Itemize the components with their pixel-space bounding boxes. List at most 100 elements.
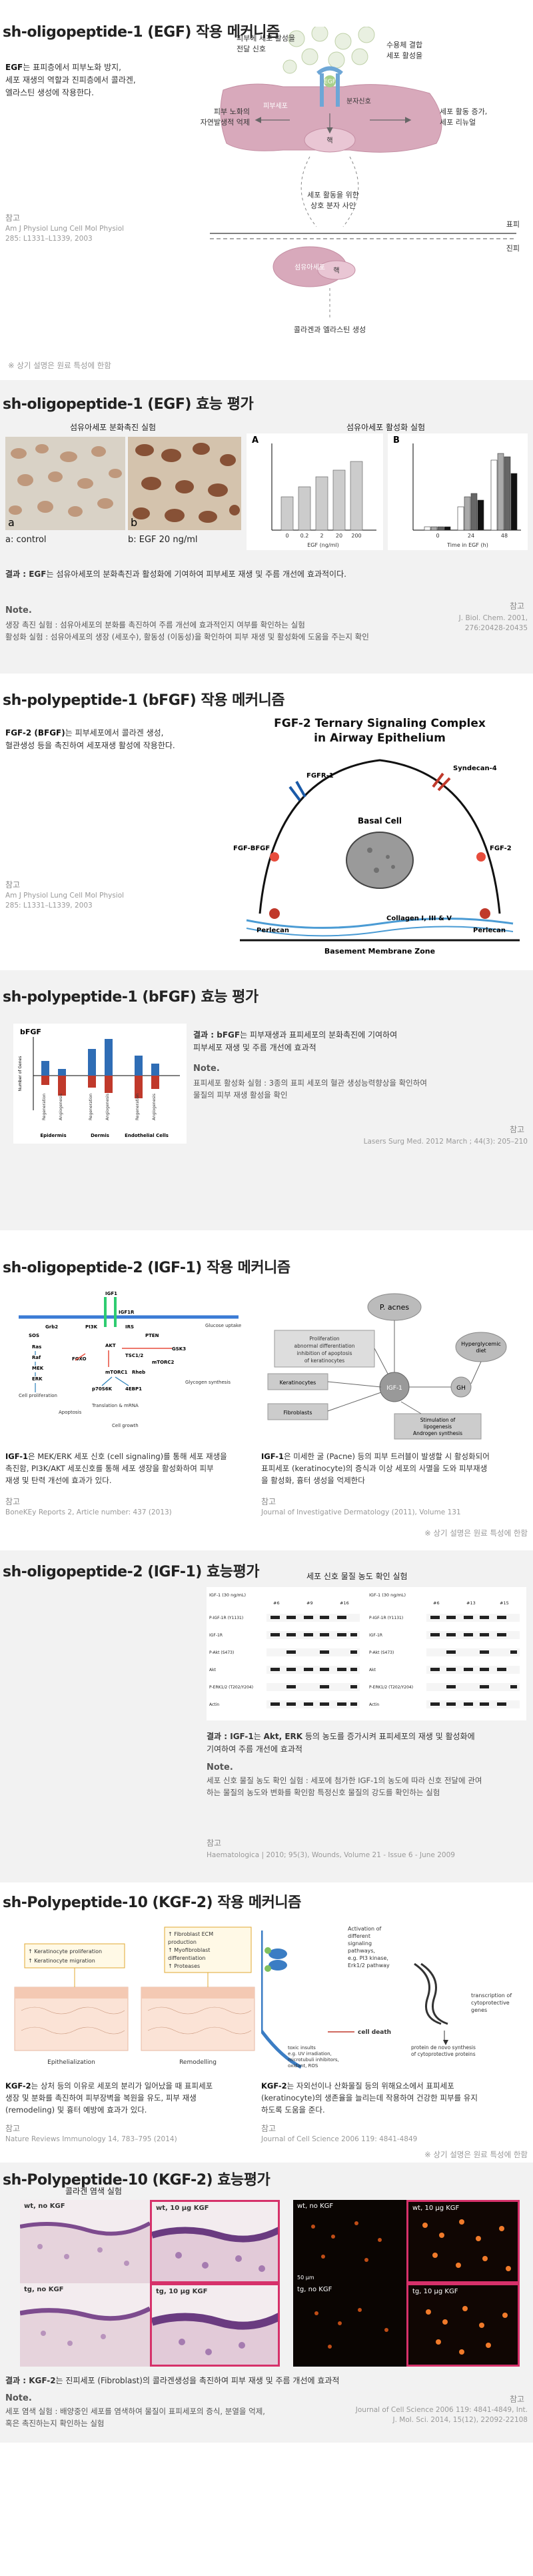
note-body: 세포 신호 물질 농도 확인 실험 : 세포에 첨가한 IGF-1의 농도에 따… (207, 1776, 482, 1797)
prolif-line: Proliferation (309, 1336, 340, 1342)
exp-title: 세포 신호 물질 농도 확인 실험 (306, 1572, 408, 1581)
gh-node: GH (456, 1385, 466, 1392)
reference-text: Journal of Investigative Dermatology (20… (261, 1508, 461, 1516)
bar-up (88, 1049, 96, 1076)
kgf-description-2: KGF-2는 자외선이나 산화물질 등의 위해요소에서 표피세포 (kerati… (261, 2081, 478, 2115)
note-title: Note. (5, 2393, 32, 2403)
fluor-panel: tg, 10 μg KGF (406, 2283, 520, 2367)
blot-row: P-IGF-1R (Y1131) (369, 1616, 403, 1620)
disclaimer-note: ※ 상기 설명은 원료 특성에 한함 (424, 2150, 528, 2159)
tsc-node: TSC1/2 (125, 1353, 143, 1358)
panel-label: tg, no KGF (297, 2286, 332, 2293)
panel-label: wt, no KGF (297, 2203, 334, 2210)
cell-prolif-label: Cell proliferation (19, 1393, 57, 1398)
irs-node: IRS (125, 1324, 134, 1330)
section-title: sh-oligopeptide-1 (EGF) 효능 평가 (3, 396, 254, 413)
svg-text:Time in EGF (h): Time in EGF (h) (446, 542, 488, 548)
caption-egf: b: EGF 20 ng/ml (128, 535, 198, 545)
egf-result: 결과 : EGF는 섬유아세포의 분화촉진과 활성화에 기여하여 피부세포 재생… (5, 569, 346, 579)
histology-panel: wt, no KGF (20, 2200, 150, 2283)
reference-label: 참고 (261, 1497, 276, 1506)
reference-text: Lasers Surg Med. 2012 March ; 44(3): 205… (363, 1138, 528, 1146)
activation-line: signaling (348, 1941, 372, 1947)
rheb-node: Rheb (132, 1370, 145, 1375)
pi3k-node: PI3K (85, 1324, 98, 1330)
box2-line: ↑ Fibroblast ECM (168, 1931, 213, 1937)
svg-text:2: 2 (320, 533, 323, 539)
blot-col: #13 (466, 1600, 476, 1606)
bar-down (151, 1076, 159, 1089)
activation-line: Activation of (348, 1926, 381, 1932)
group-label: Dermis (91, 1133, 109, 1138)
basal-cell-label: Basal Cell (358, 816, 402, 826)
lipo-line: Androgen synthesis (413, 1430, 462, 1436)
box2-line: differentiation (168, 1955, 205, 1961)
bar-down (41, 1076, 49, 1085)
box2-line: ↑ Proteases (168, 1963, 200, 1969)
cell-label: 피부세포 (263, 102, 288, 110)
reference-text: J. Biol. Chem. 2001,276:20428-20435 (458, 614, 528, 632)
section-igf-efficacy: sh-oligopeptide-2 (IGF-1) 효능평가 세포 신호 물질 … (0, 1550, 533, 1882)
mtorc1-node: mTORC1 (105, 1370, 128, 1375)
histology-panel: wt, 10 μg KGF (150, 2200, 280, 2283)
blot-row: P-ERK1/2 (T202/Y204) (369, 1685, 413, 1690)
diagram-right-label: 세포 활동 증가,세포 리뉴얼 (440, 107, 488, 127)
chart-b-label: B (393, 435, 400, 445)
glucose-label: Glucose uptake (205, 1323, 241, 1328)
blot-row: Actin (369, 1702, 379, 1707)
disclaimer-note: ※ 상기 설명은 원료 특성에 한함 (8, 361, 111, 370)
dermis-label: 진피 (506, 244, 520, 253)
exp1-title: 섬유아세포 분화촉진 실험 (70, 423, 157, 432)
reference-label: 참고 (261, 2124, 276, 2133)
section-title: sh-oligopeptide-2 (IGF-1) 작용 메커니즘 (3, 1260, 290, 1276)
svg-text:200: 200 (351, 533, 361, 539)
microscopy-control: a (5, 437, 125, 530)
epi-label: Epithelialization (47, 2059, 95, 2066)
reference-text: BoneKEy Reports 2, Article number: 437 (… (5, 1508, 172, 1516)
note-body: 세포 염색 실험 : 배양중인 세포를 염색하여 물질이 표피세포의 증식, 분… (5, 2407, 265, 2428)
section-bfgf-efficacy: sh-polypeptide-1 (bFGF) 효능 평가 bFGF Numbe… (0, 970, 533, 1230)
igf-signaling-diagram: IGF1 IGF1R PI3K IRS Grb2 SOS Ras Raf MEK… (5, 1287, 252, 1440)
pten-node: PTEN (145, 1333, 159, 1338)
activation-line: pathways, (348, 1948, 375, 1954)
page: sh-oligopeptide-1 (EGF) 작용 메커니즘 EGF는 표피층… (0, 24, 533, 2443)
reference-label: 참고 (5, 213, 21, 223)
prolif-line: of keratinocytes (304, 1358, 344, 1364)
blot-col: #15 (500, 1600, 509, 1606)
prolif-line: abnormal differentiation (294, 1343, 355, 1349)
fluor-panel: wt, 10 μg KGF (406, 2200, 520, 2283)
igf1r-node: IGF1R (119, 1310, 135, 1315)
bar-up (135, 1056, 143, 1076)
reference-text: Journal of Cell Science 2006 119: 4841-4… (355, 2406, 528, 2424)
cat-label: Angiogenesis (152, 1094, 157, 1120)
igf-result: 결과 : IGF-1는 Akt, ERK 등의 농도를 증가시켜 표피세포의 재… (207, 1732, 475, 1754)
exp2-title: 섬유아세포 활성화 실험 (346, 423, 426, 432)
blot-row: Actin (209, 1702, 219, 1707)
chart-a-label: A (252, 435, 259, 445)
igf-acne-diagram: P. acnes Proliferation abnormal differen… (261, 1287, 528, 1440)
toxic-line: microtubuli inhibitors, (288, 2057, 339, 2063)
egf-mechanism-diagram: EGF 피부세포 분자신호 핵 섬유아세포 핵 표피 진피 콜라겐과 엘라스틴 … (210, 27, 520, 334)
transcription-line: genes (471, 2007, 487, 2013)
reference-text: Journal of Cell Science 2006 119: 4841-4… (261, 2135, 418, 2143)
bar-down (135, 1076, 143, 1098)
cell-growth-label: Cell growth (112, 1423, 139, 1428)
bar-up (105, 1039, 113, 1076)
cat-label: Regeneration (89, 1094, 93, 1120)
collagen-label: 콜라겐과 엘라스틴 생성 (294, 325, 366, 334)
activation-line: e.g. PI3 kinase, (348, 1955, 388, 1961)
svg-text:0: 0 (285, 533, 288, 539)
blot-header: IGF-1 (30 ng/mL) (209, 1592, 246, 1598)
group-label: Endothelial Cells (125, 1133, 169, 1138)
igf-description-1: IGF-1은 MEK/ERK 세포 신호 (cell signaling)를 통… (5, 1452, 227, 1485)
cat-label: Regeneration (42, 1094, 47, 1120)
kgf-wound-diagram: ↑ Keratinocyte proliferation↑ Keratinocy… (8, 1924, 261, 2074)
chart-title: bFGF (20, 1028, 41, 1036)
bar-down (105, 1076, 113, 1093)
blot-row: Akt (369, 1668, 376, 1672)
bar-up (41, 1061, 49, 1076)
